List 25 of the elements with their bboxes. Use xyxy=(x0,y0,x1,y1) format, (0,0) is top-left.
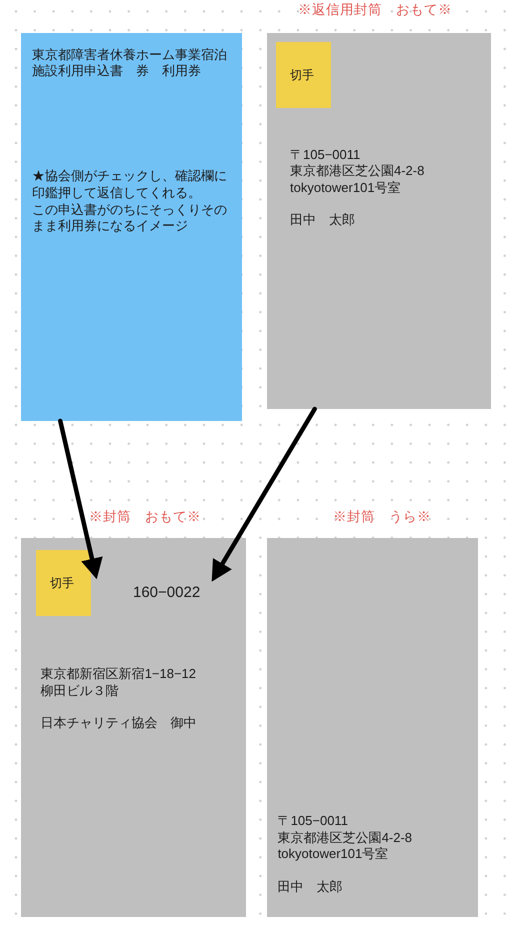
stamp-label: 切手 xyxy=(290,67,314,83)
recipient-name: 田中 太郎 xyxy=(278,879,343,896)
envelope-heading: ※返信用封筒 おもて※ xyxy=(298,1,452,19)
address-line: 柳田ビル３階 xyxy=(40,682,119,699)
recipient-name: 田中 太郎 xyxy=(290,212,355,228)
form-note: この申込書がのちにそっくりそのまま利用券になるイメージ xyxy=(32,202,228,235)
stamp-area xyxy=(36,550,91,616)
form-title: 東京都障害者休養ホーム事業宿泊施設利用申込書 券 利用券 xyxy=(32,46,228,80)
postal-code: 160−0022 xyxy=(133,584,200,602)
arrow xyxy=(212,406,317,582)
postal-code: 〒105−0011 xyxy=(278,812,348,830)
address-line: 東京都港区芝公園4-2-8 xyxy=(290,163,424,180)
application-form-card xyxy=(21,33,242,421)
address-line: 東京都港区芝公園4-2-8 xyxy=(278,830,412,846)
address-line: 東京都新宿区新宿1−18−12 xyxy=(40,666,196,682)
postal-code: 〒105−0011 xyxy=(290,146,360,164)
address-line: tokyotower101号室 xyxy=(290,180,401,196)
stamp-area xyxy=(276,42,331,108)
address-line: tokyotower101号室 xyxy=(278,846,388,862)
envelope-heading: ※封筒 おもて※ xyxy=(89,508,201,526)
arrow xyxy=(58,418,103,580)
recipient-name: 日本チャリティ協会 御中 xyxy=(40,715,197,732)
form-note: ★協会側がチェックし、確認欄に印鑑押して返信してくれる。 xyxy=(32,168,228,202)
stamp-label: 切手 xyxy=(50,575,74,591)
envelope-heading: ※封筒 うら※ xyxy=(333,508,431,526)
